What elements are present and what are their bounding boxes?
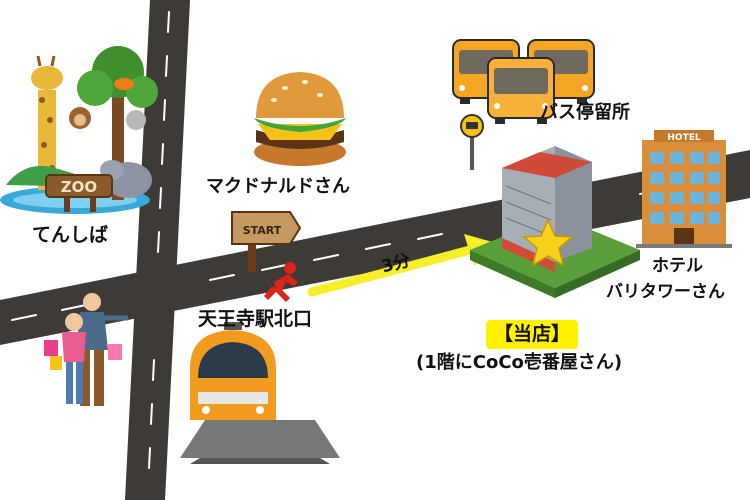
- tennoji-park-label: てんしば: [32, 224, 109, 246]
- store-note-label: (1階にCoCo壱番屋さん): [416, 352, 623, 373]
- bus-stop-label: バス停留所: [540, 102, 630, 123]
- zoo-sign-board: ZOO: [45, 174, 113, 212]
- our-store-label: 【当店】: [486, 320, 579, 349]
- start-signpost-icon: START: [231, 211, 302, 272]
- shoppers-icon: [44, 293, 128, 406]
- train-icon: [180, 322, 340, 464]
- bus-stop-sign-icon: [460, 114, 484, 170]
- hotel-name-line2: バリタワーさん: [606, 282, 725, 302]
- zoo-animals-icon: [0, 46, 158, 214]
- bus-icon: [452, 39, 595, 124]
- hamburger-icon: [254, 72, 346, 166]
- zoo-sign-text: ZOO: [61, 178, 97, 196]
- star-icon: [522, 218, 574, 267]
- hotel-building-icon: HOTEL: [636, 130, 732, 248]
- start-sign-text: START: [243, 224, 282, 237]
- hotel-sign-text: HOTEL: [667, 133, 700, 143]
- mcdonalds-label: マクドナルドさん: [206, 176, 350, 197]
- hotel-name-line1: ホテル: [652, 256, 703, 276]
- station-exit-label: 天王寺駅北口: [198, 308, 313, 330]
- road-markings: [11, 11, 717, 469]
- runner-icon: [264, 262, 298, 302]
